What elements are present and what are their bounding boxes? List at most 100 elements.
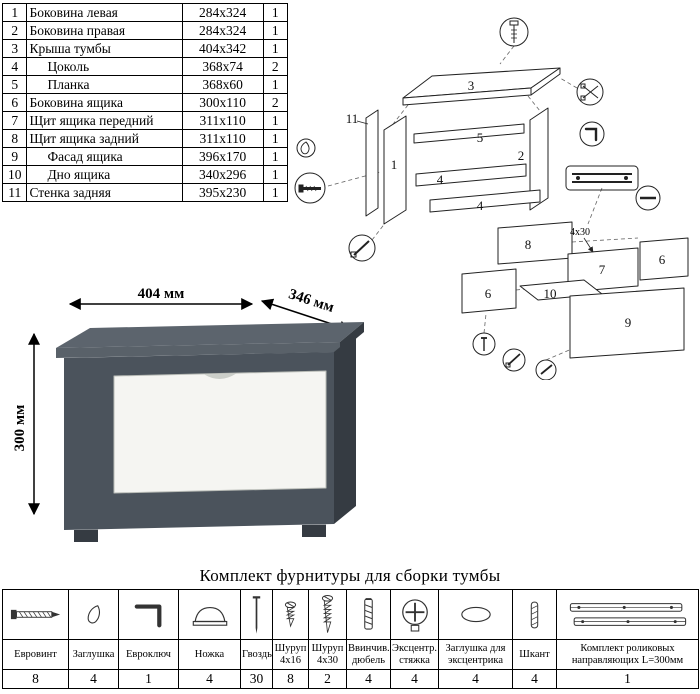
part-name: Боковина ящика (26, 93, 183, 112)
hardware-qty: 8 (2, 669, 69, 689)
part-label: 7 (599, 262, 606, 277)
hardware-name: Комплект роликовых направляющих L=300мм (556, 639, 699, 670)
part-label: 10 (544, 286, 557, 301)
part-qty: 1 (262, 75, 289, 94)
part-plinth-b (429, 189, 541, 213)
part-label: 4 (477, 198, 484, 213)
cabinet-foot-left (74, 529, 98, 542)
plug-callout-icon (296, 138, 316, 158)
part-drawer-side-right (639, 237, 689, 281)
hardware-qty: 4 (68, 669, 119, 689)
drawer-slides-icon (556, 589, 699, 640)
part-size: 311x110 (181, 129, 264, 148)
part-size: 368x74 (181, 57, 264, 76)
screw3-callout-icon (535, 359, 557, 380)
part-name: Боковина левая (26, 3, 183, 22)
threaded-dowel-icon (346, 589, 391, 640)
hardware-name: Ввинчив. дюбель (346, 639, 391, 670)
part-size: 396x170 (181, 147, 264, 166)
hardware-qty: 4 (178, 669, 241, 689)
part-name: Стенка задняя (26, 183, 183, 202)
part-back-panel (365, 109, 379, 217)
hardware-name: Заглушка (68, 639, 119, 670)
drawer-front (113, 370, 327, 494)
cabinet-top-edge (56, 342, 340, 358)
drawer-parts (461, 221, 689, 359)
hardware-qty: 4 (346, 669, 391, 689)
part-name: Цоколь (26, 57, 183, 76)
cam-cap-icon (438, 589, 513, 640)
hardware-name: Шкант (512, 639, 557, 670)
hardware-name: Евровинт (2, 639, 69, 670)
screw2-callout-icon (502, 348, 526, 372)
part-name: Крыша тумбы (26, 39, 183, 58)
product-render: 404 мм 346 мм 300 мм (12, 286, 364, 542)
slide-rail-callout-icon (565, 165, 661, 211)
part-number: 7 (1, 111, 28, 130)
part-left-side (383, 115, 407, 225)
part-name: Щит ящика задний (26, 129, 183, 148)
part-number: 5 (1, 75, 28, 94)
height-label: 300 мм (12, 405, 28, 452)
hardware-name: Ножка (178, 639, 241, 670)
hardware-name: Шуруп 4x30 (308, 639, 347, 670)
assembly-diagram: 4x30 3 1 2 5 4 4 11 8 7 6 6 10 9 (294, 17, 689, 380)
part-size: 395x230 (181, 183, 264, 202)
nightstand (56, 322, 364, 542)
drawer-handle-notch (204, 373, 236, 379)
hardware-qty: 1 (118, 669, 179, 689)
part-plank (413, 123, 525, 144)
hardware-qty: 4 (512, 669, 557, 689)
part-number: 11 (1, 183, 28, 202)
part-label: 4 (437, 172, 444, 187)
height-dimension: 300 мм (12, 332, 40, 516)
part-qty: 1 (262, 129, 289, 148)
nail-icon (240, 589, 273, 640)
part-size: 300x110 (181, 93, 264, 112)
part-number: 6 (1, 93, 28, 112)
part-plinth-a (415, 163, 527, 187)
part-size: 368x60 (181, 75, 264, 94)
hardware-name: Шуруп 4x16 (272, 639, 309, 670)
part-size: 404x342 (181, 39, 264, 58)
part-label: 11 (346, 111, 359, 126)
hardware-name: Евроключ (118, 639, 179, 670)
part-number: 4 (1, 57, 28, 76)
part-name: Боковина правая (26, 21, 183, 40)
part-qty: 1 (262, 111, 289, 130)
carcass-parts (365, 67, 561, 225)
screw-callout-icon (348, 234, 376, 262)
hardware-qty: 1 (556, 669, 699, 689)
part-qty: 1 (262, 39, 289, 58)
cam-lock-icon (390, 589, 439, 640)
part-qty: 1 (262, 183, 289, 202)
part-qty: 2 (262, 93, 289, 112)
hardware-qty: 4 (438, 669, 513, 689)
part-labels: 3 1 2 5 4 4 11 8 7 6 6 10 9 (346, 78, 666, 330)
width-dimension: 404 мм (68, 286, 254, 310)
part-label: 1 (391, 157, 398, 172)
part-name: Фасад ящика (26, 147, 183, 166)
bolt-callout-icon (499, 17, 529, 47)
part-qty: 1 (262, 21, 289, 40)
part-size: 284x324 (181, 3, 264, 22)
hardware-callouts (294, 17, 661, 380)
part-qty: 1 (262, 147, 289, 166)
part-top-side (530, 67, 561, 96)
plug-icon (68, 589, 119, 640)
hardware-qty: 4 (390, 669, 439, 689)
part-drawer-back (497, 221, 573, 265)
hexkey-icon (118, 589, 179, 640)
nail-callout-icon (472, 332, 496, 356)
